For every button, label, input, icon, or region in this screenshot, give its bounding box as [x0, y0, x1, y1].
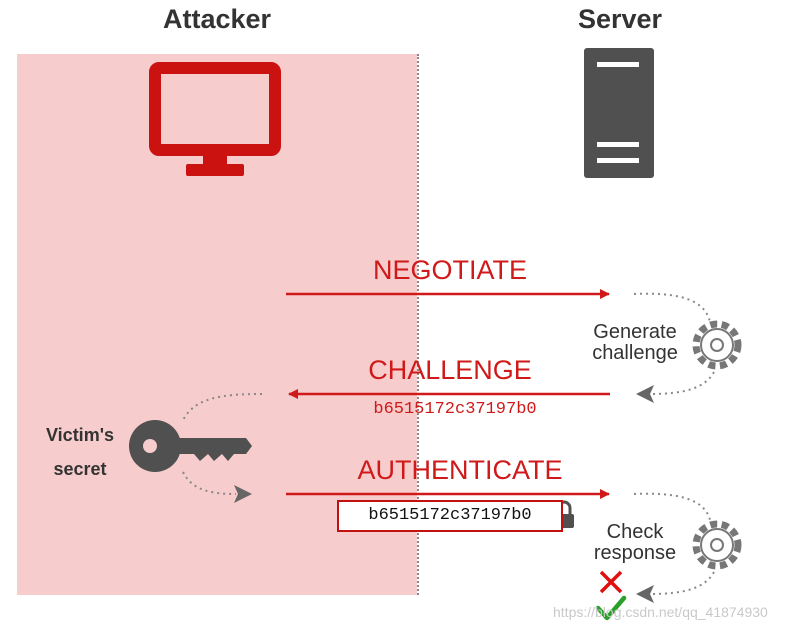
negotiate-label: NEGOTIATE — [372, 255, 527, 285]
check-line1: Check — [606, 521, 664, 543]
challenge-label: CHALLENGE — [368, 355, 532, 385]
watermark: https://blog.csdn.net/qq_41874930 — [553, 604, 768, 620]
server-dotted-arrowhead-mid — [636, 385, 654, 403]
attacker-dotted-curve-top — [182, 393, 263, 421]
generate-challenge-label: Generate challenge — [575, 322, 695, 364]
cross-icon — [599, 570, 623, 594]
server-icon — [584, 48, 654, 178]
auth-value-box: b6515172c37197b0 — [337, 500, 563, 532]
server-dotted-curve-mid — [649, 371, 715, 395]
check-icon — [595, 595, 627, 621]
monitor-icon — [149, 62, 281, 176]
secret-line1: Victim's — [46, 425, 114, 445]
attacker-dotted-curve-bottom — [182, 471, 237, 495]
secret-line2: secret — [53, 459, 107, 479]
generate-line1: Generate — [593, 321, 677, 343]
server-dotted-curve-top — [633, 292, 711, 323]
victim-secret-label: Victim's secret — [30, 418, 130, 486]
gear-icon — [692, 520, 742, 570]
gear-icon — [692, 320, 742, 370]
zone-divider — [417, 54, 419, 595]
server-dotted-arrowhead-bottom — [636, 585, 654, 603]
server-dotted-curve-low — [633, 492, 711, 521]
server-dotted-curve-bottom — [649, 571, 715, 595]
challenge-value: b6515172c37197b0 — [373, 400, 537, 419]
attacker-dotted-arrowhead — [234, 485, 252, 503]
key-icon — [129, 420, 252, 472]
check-line2: response — [593, 542, 677, 564]
generate-line2: challenge — [592, 342, 678, 364]
attacker-title: Attacker — [162, 4, 272, 34]
authenticate-label: AUTHENTICATE — [357, 455, 563, 485]
check-response-label: Check response — [575, 522, 695, 564]
server-title: Server — [577, 4, 663, 34]
